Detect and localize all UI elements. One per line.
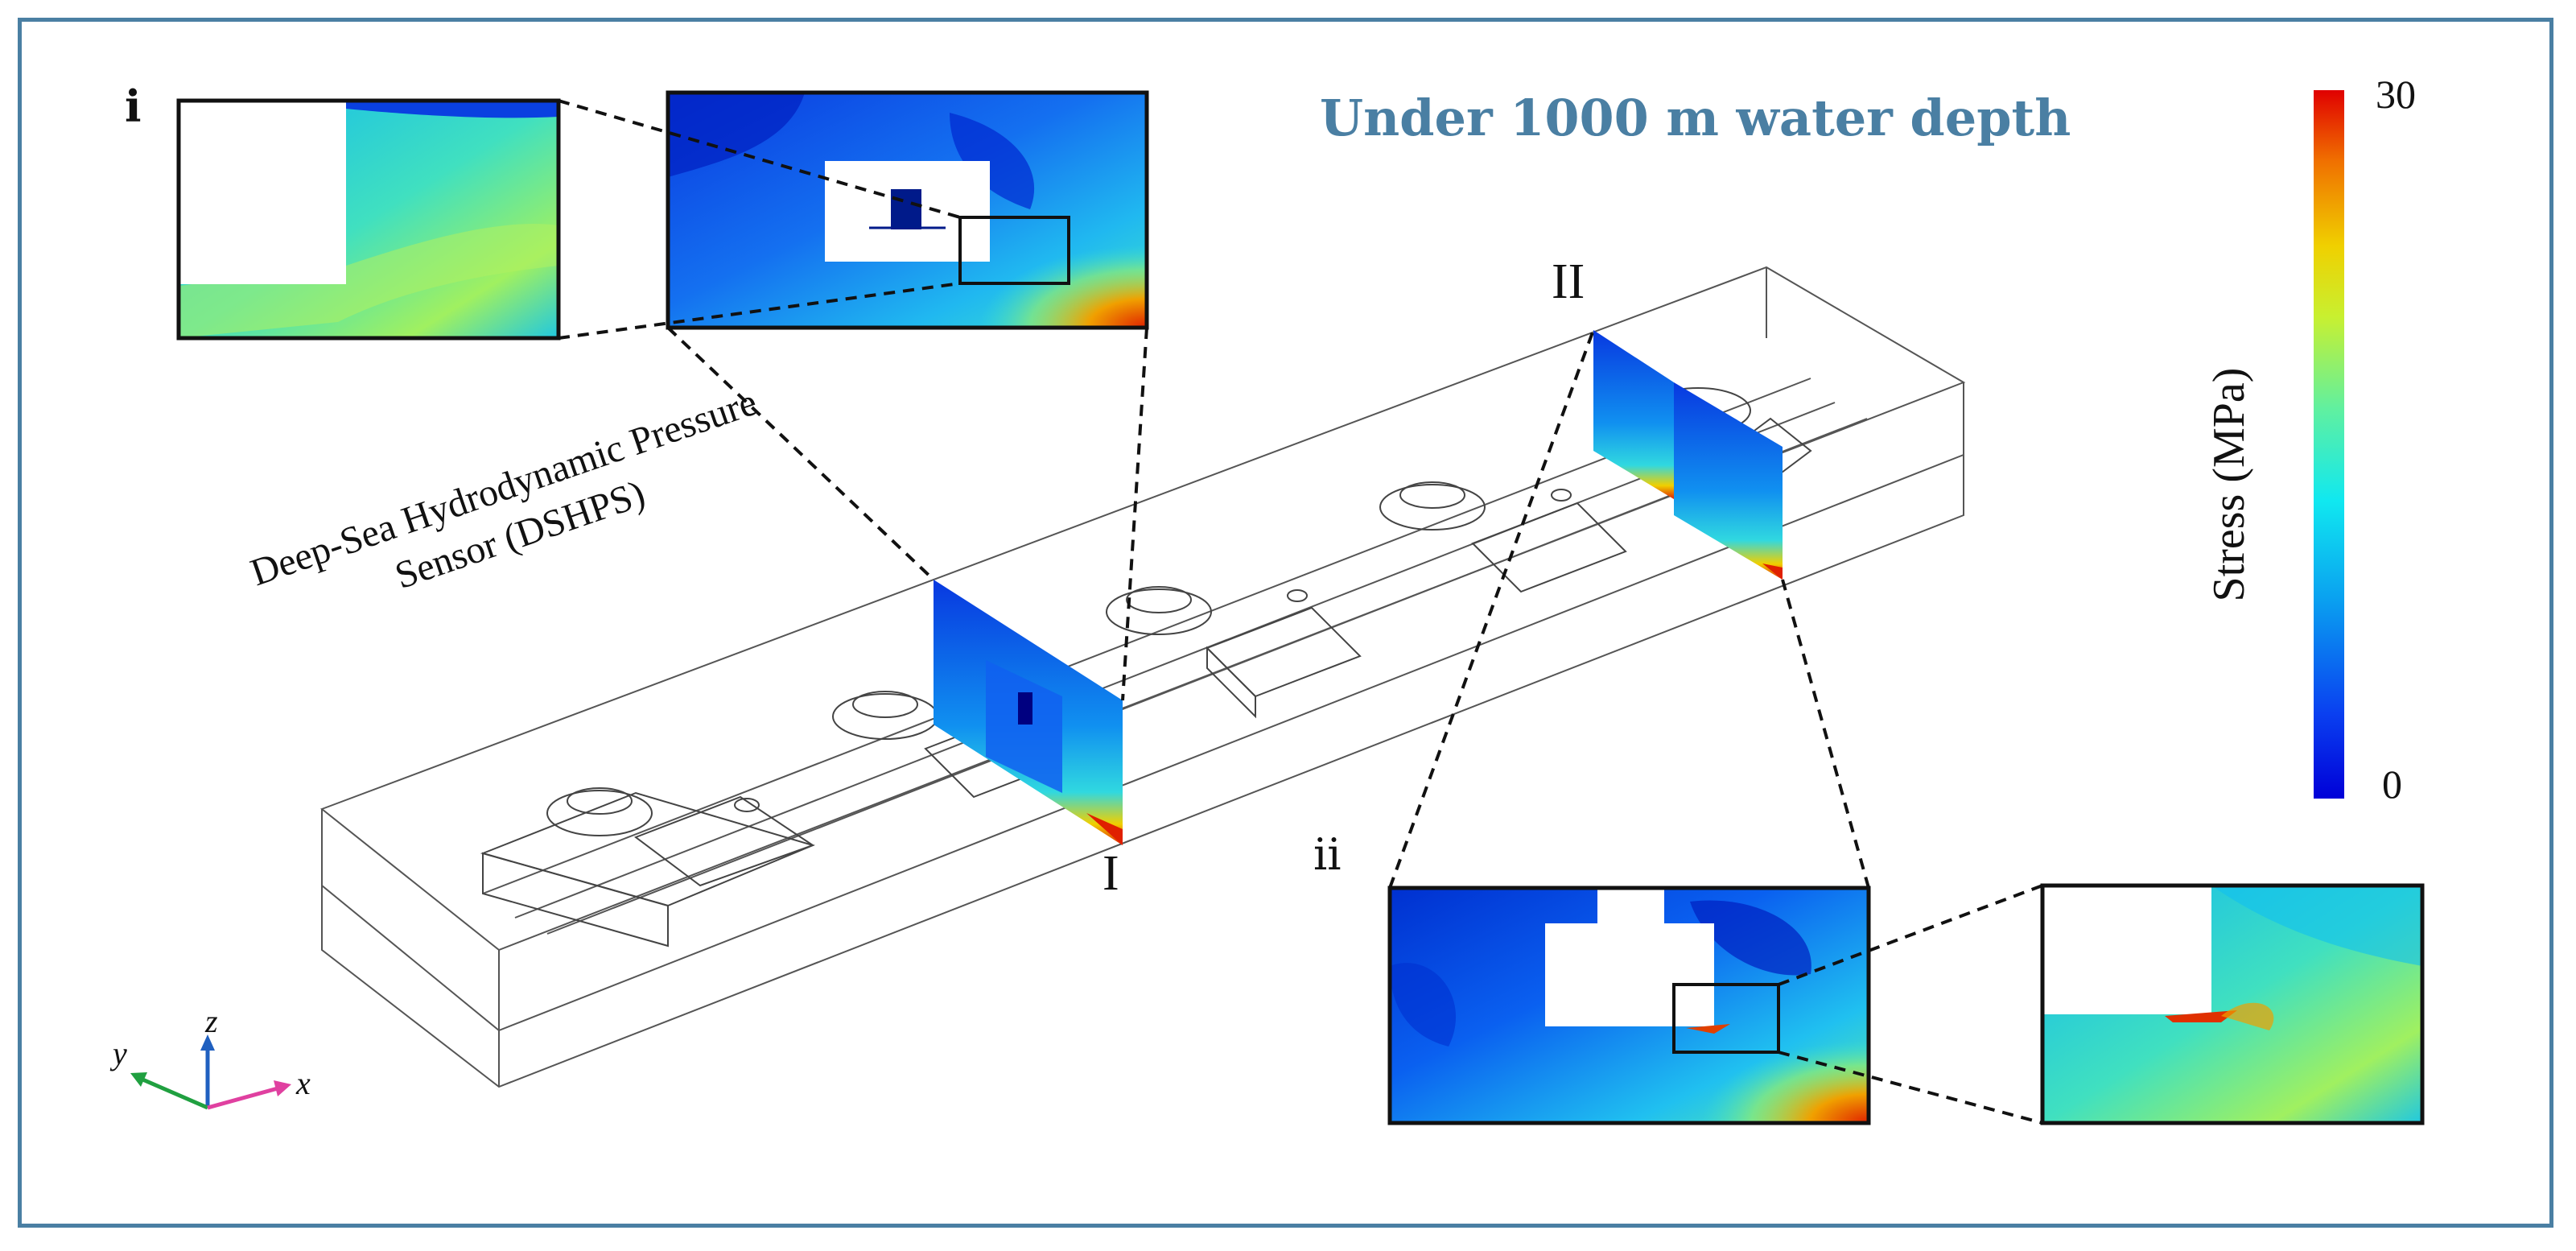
axis-y-arrow <box>140 1076 208 1110</box>
colorbar-label: Stress (MPa) <box>2204 367 2254 602</box>
sensor-wireframe <box>319 266 1966 1088</box>
leader-ii-zoom-bottom <box>1778 1051 2043 1125</box>
sensor-module-3 <box>1106 586 1362 719</box>
stress-slice-I <box>934 580 1123 845</box>
leader-ii-slice-right <box>1781 579 1870 889</box>
leader-i-slice-right <box>1121 327 1148 701</box>
axis-x-arrow <box>207 1086 278 1110</box>
inset-i-label: i <box>125 81 142 132</box>
leader-i-zoom-top <box>558 99 961 219</box>
axis-x-label: x <box>296 1065 311 1101</box>
inset-i-main <box>666 90 1149 330</box>
colorbar <box>2314 90 2344 799</box>
figure-frame <box>18 18 2553 1228</box>
colorbar-min-label: 0 <box>2382 762 2402 807</box>
inset-ii-zoom <box>2040 883 2425 1125</box>
section-label-I: I <box>1103 846 1119 901</box>
figure-title: Under 1000 m water depth <box>1320 89 2071 147</box>
inset-i-zoom <box>176 98 561 341</box>
leader-i-zoom-bottom <box>558 282 961 340</box>
inset-ii-main <box>1387 886 1871 1125</box>
leader-ii-zoom-top <box>1778 884 2043 986</box>
colorbar-max-label: 30 <box>2376 72 2416 117</box>
inset-ii-label: ii <box>1313 829 1342 880</box>
leader-i-slice-left <box>666 326 935 581</box>
axis-triad <box>130 1034 291 1110</box>
sensor-module-1 <box>480 787 815 948</box>
zoom-leaders <box>558 99 2043 1125</box>
axis-z-label: z <box>205 1003 218 1039</box>
section-label-II: II <box>1552 254 1585 309</box>
axis-y-label: y <box>113 1035 127 1071</box>
colorbar-scale <box>2314 90 2344 799</box>
stress-slice-II <box>1593 330 1783 580</box>
leader-ii-slice-left <box>1388 329 1595 889</box>
